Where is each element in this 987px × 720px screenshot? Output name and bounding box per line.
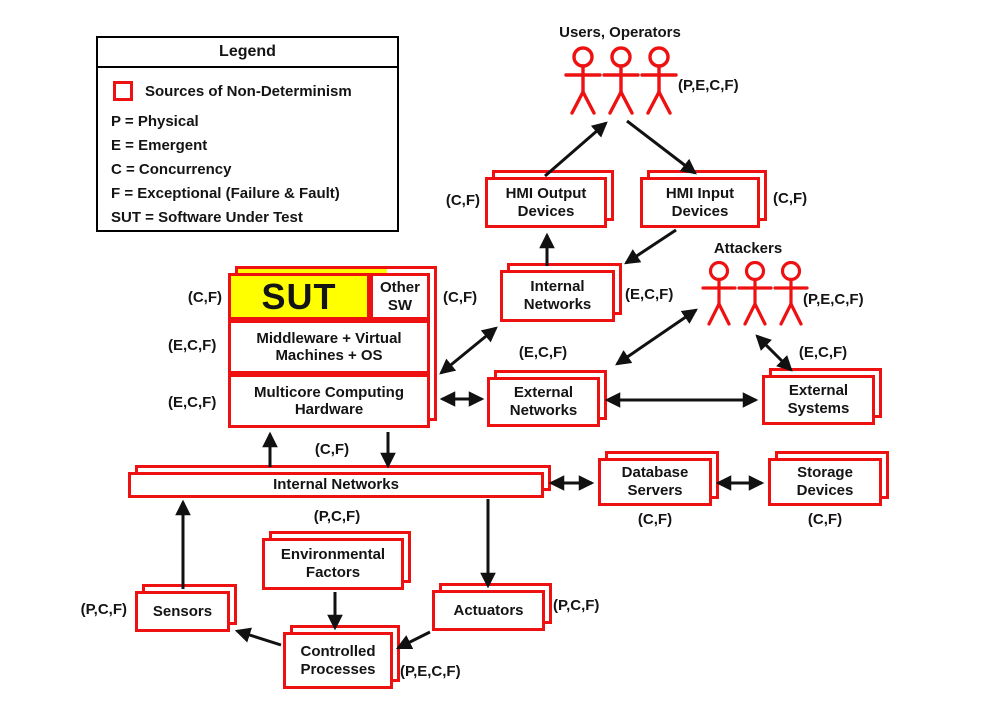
users-tag: (P,E,C,F) [678, 77, 739, 94]
storage-devices-box: Storage Devices [768, 451, 889, 506]
arrow-external-networks-attackers-bidirectional [615, 308, 698, 366]
external-networks-box: External Networks [487, 370, 607, 427]
middleware-tag: (E,C,F) [168, 337, 217, 354]
database-servers-label: Database Servers [598, 458, 712, 506]
external-systems-box: External Systems [762, 368, 882, 425]
hardware-tag: (E,C,F) [168, 394, 217, 411]
middleware-row: Middleware + Virtual Machines + OS [228, 320, 430, 374]
actuators-box: Actuators [432, 583, 552, 631]
sut-left-tag: (C,F) [187, 289, 222, 306]
attackers-label: Attackers [713, 240, 783, 257]
users-operators-label: Users, Operators [559, 24, 681, 41]
storage-devices-tag: (C,F) [807, 511, 843, 528]
hmi-input-devices-box: HMI Input Devices [640, 170, 767, 228]
environmental-factors-tag: (P,C,F) [313, 508, 361, 525]
legend-box: Legend Sources of Non-Determinism P = Ph… [96, 36, 399, 232]
internal-networks-bus-box: Internal Networks [128, 465, 551, 498]
legend-swatch-label: Sources of Non-Determinism [145, 82, 352, 100]
external-systems-tag: (E,C,F) [798, 344, 848, 361]
legend-title: Legend [98, 38, 397, 68]
internal-networks-bus-label: Internal Networks [128, 472, 544, 498]
legend-swatch-row: Sources of Non-Determinism [113, 81, 385, 101]
arrow-hmi-input-to-internal-networks [624, 228, 677, 265]
attackers-tag: (P,E,C,F) [803, 291, 864, 308]
arrow-hmi-output-to-users [544, 121, 608, 178]
storage-devices-label: Storage Devices [768, 458, 882, 506]
sut-right-tag: (C,F) [443, 289, 478, 306]
hmi-input-tag: (C,F) [773, 190, 808, 207]
actuators-tag: (P,C,F) [553, 597, 600, 614]
internal-networks-bus-tag: (C,F) [314, 441, 350, 458]
arrow-controlled-processes-to-sensors [234, 627, 282, 647]
sut-box: SUT [228, 273, 370, 320]
other-sw-box: Other SW [370, 273, 430, 320]
database-servers-box: Database Servers [598, 451, 719, 506]
sensors-box: Sensors [135, 584, 237, 632]
external-networks-label: External Networks [487, 377, 600, 427]
hmi-input-devices-label: HMI Input Devices [640, 177, 760, 228]
internal-networks-top-box: Internal Networks [500, 263, 622, 322]
controlled-processes-box: Controlled Processes [283, 625, 400, 689]
sut-top-row: SUT Other SW [228, 273, 430, 320]
sut-stack: SUT Other SW Middleware + Virtual Machin… [228, 266, 437, 428]
legend-entry-exceptional: F = Exceptional (Failure & Fault) [111, 185, 340, 202]
controlled-processes-tag: (P,E,C,F) [400, 663, 461, 680]
hmi-output-tag: (C,F) [445, 192, 480, 209]
legend-entry-emergent: E = Emergent [111, 137, 208, 154]
internal-networks-top-label: Internal Networks [500, 270, 615, 322]
sensors-tag: (P,C,F) [80, 601, 127, 618]
external-networks-tag: (E,C,F) [518, 344, 568, 361]
red-box-swatch-icon [113, 81, 133, 101]
database-servers-tag: (C,F) [637, 511, 673, 528]
hardware-row: Multicore Computing Hardware [228, 374, 430, 428]
environmental-factors-box: Environmental Factors [262, 531, 411, 590]
external-systems-label: External Systems [762, 375, 875, 425]
arrow-attackers-external-systems-bidirectional [755, 334, 793, 372]
environmental-factors-label: Environmental Factors [262, 538, 404, 590]
internal-networks-top-tag: (E,C,F) [625, 286, 674, 303]
users-figures-icon [563, 46, 681, 118]
middleware-box: Middleware + Virtual Machines + OS [228, 320, 430, 374]
sensors-label: Sensors [135, 591, 230, 632]
hmi-output-devices-box: HMI Output Devices [485, 170, 614, 228]
legend-body: Sources of Non-Determinism P = Physical … [98, 68, 397, 230]
legend-entry-sut: SUT = Software Under Test [111, 209, 303, 226]
legend-entry-concurrency: C = Concurrency [111, 161, 232, 178]
controlled-processes-label: Controlled Processes [283, 632, 393, 689]
arrow-actuators-to-controlled-processes [395, 630, 431, 650]
actuators-label: Actuators [432, 590, 545, 631]
hardware-box: Multicore Computing Hardware [228, 374, 430, 428]
arrow-users-to-hmi-input [626, 119, 697, 175]
legend-entry-physical: P = Physical [111, 113, 199, 130]
attackers-figures-icon [700, 261, 812, 329]
arrow-sut-internal-networks-bidirectional [439, 326, 498, 375]
hmi-output-devices-label: HMI Output Devices [485, 177, 607, 228]
